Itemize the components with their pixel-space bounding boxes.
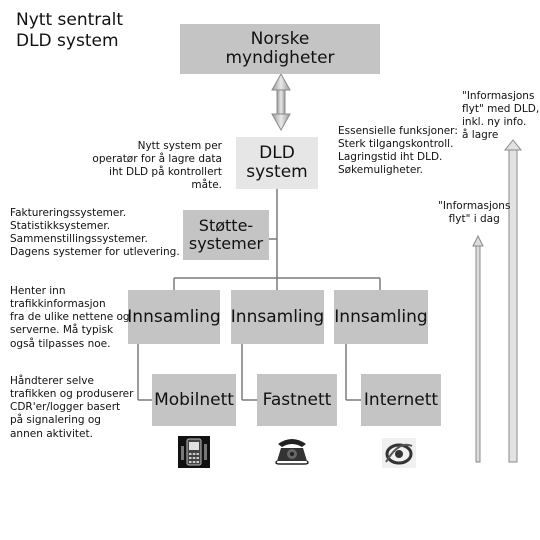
support-systems-box: Støtte- systemer	[183, 210, 269, 260]
flow-today-arrow	[472, 234, 484, 463]
fixed-network-box: Fastnett	[257, 374, 337, 426]
internet-box: Internett	[361, 374, 441, 426]
internet-browser-icon	[382, 438, 416, 468]
flow-with-dld-label: "Informasjons flyt" med DLD, inkl. ny in…	[462, 90, 540, 142]
network-note: Håndterer selve trafikken og produserer …	[10, 375, 134, 440]
flow-today-label: "Informasjons flyt" i dag	[438, 200, 511, 226]
essential-functions-note: Essensielle funksjoner: Sterk tilgangsko…	[338, 125, 458, 177]
landline-phone-icon	[275, 439, 309, 465]
diagram-title: Nytt sentralt DLD system	[16, 10, 124, 52]
mobile-network-box: Mobilnett	[152, 374, 236, 426]
dld-system-box: DLD system	[236, 137, 318, 189]
flow-with-dld-arrow	[503, 139, 523, 463]
norwegian-authorities-box: Norske myndigheter	[180, 24, 380, 74]
collection-box-internet: Innsamling	[334, 290, 428, 344]
collection-box-fixed: Innsamling	[231, 290, 324, 344]
authority-dld-double-arrow	[271, 72, 291, 132]
support-systems-note: Faktureringssystemer. Statistikksystemer…	[10, 207, 180, 259]
new-system-note: Nytt system per operatør for å lagre dat…	[92, 140, 222, 192]
mobile-phone-icon	[178, 436, 210, 468]
collection-note: Henter inn trafikkinformasjon fra de uli…	[10, 285, 130, 350]
collection-box-mobile: Innsamling	[127, 290, 221, 344]
tree-connectors	[137, 189, 381, 401]
